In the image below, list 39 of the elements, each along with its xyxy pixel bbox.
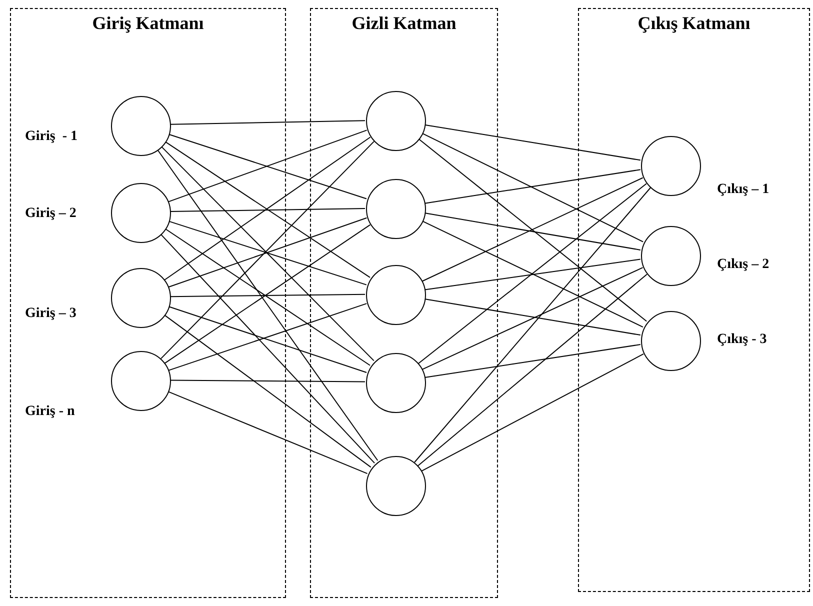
node-label: Giriş - 1 [25,129,78,145]
layer-frame [310,8,498,598]
connection-line [424,298,641,336]
layer-frame [10,8,286,598]
neuron-circle [366,456,426,516]
node-label: Çıkış – 1 [717,182,770,198]
connection-line [167,390,368,474]
connection-line [418,138,648,322]
connection-line [418,274,648,466]
connection-line [160,233,376,464]
connection-line [422,220,644,328]
connection-line [170,120,366,125]
layer-title: Gizli Katman [350,13,458,34]
node-label: Giriş - n [25,404,75,420]
connection-line [421,132,644,242]
connection-line [424,212,641,250]
connection-line [424,344,641,378]
connection-line [170,294,366,298]
connection-line [424,124,641,161]
connection-line [414,187,651,463]
connection-line [424,169,641,204]
connection-line [418,183,647,364]
connection-line [170,380,366,382]
layer-title: Çıkış Katmanı [636,13,752,34]
node-label: Çıkış - 3 [717,332,767,348]
connection-line [421,354,644,472]
layer-frame [578,8,810,592]
connection-line [424,258,641,290]
connection-line [422,267,644,370]
connection-line [422,177,644,282]
connection-line [164,314,372,468]
node-label: Çıkış – 2 [717,257,770,273]
neuron-circle [366,91,426,151]
connection-line [156,148,378,462]
connection-line [170,208,366,212]
node-label: Giriş – 3 [25,306,76,322]
node-label: Giriş – 2 [25,206,76,222]
neuron-circle [366,353,426,413]
layer-title: Giriş Katmanı [91,13,205,34]
